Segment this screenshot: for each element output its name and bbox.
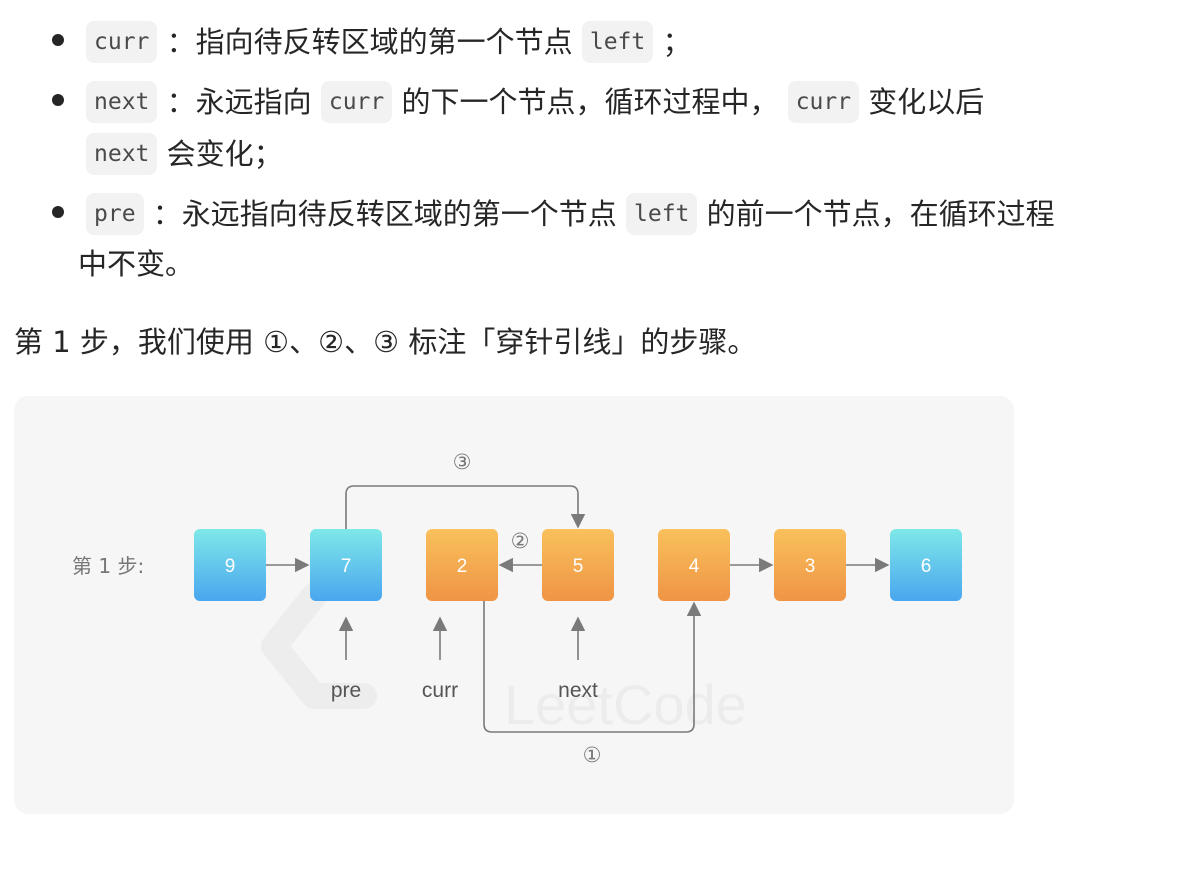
inline-code: curr (787, 81, 860, 123)
node-value: 9 (225, 556, 236, 577)
list-item-text: ； (662, 25, 692, 59)
node-value: 3 (805, 556, 816, 577)
node: 6 (890, 529, 962, 601)
node: 9 (194, 529, 266, 601)
inline-code: next (86, 133, 158, 175)
node: 5 (542, 529, 614, 601)
list-item-text: 的下一个节点，循环过程中， (401, 85, 779, 119)
list-item-text: 的前一个节点，在循环过程 (706, 197, 1055, 231)
marker-one: ① (583, 743, 602, 767)
inline-code: left (626, 193, 698, 235)
node-box (310, 529, 382, 601)
bullet-dot (52, 94, 64, 106)
linked-list-diagram: LeetCode 第 1 步: 9 7 2 5 4 3 (72, 450, 962, 767)
list-item-continuation: next 会变化； (86, 130, 283, 176)
pointer-label-next: next (558, 679, 598, 702)
pointer-label-curr: curr (422, 679, 458, 702)
marker-two: ② (511, 529, 530, 553)
pointer-label-pre: pre (331, 679, 361, 702)
node-value: 7 (341, 556, 352, 577)
list-item-text: 变化以后 (868, 85, 985, 119)
figure-card: LeetCode 第 1 步: 9 7 2 5 4 3 (14, 396, 1014, 814)
node: 3 (774, 529, 846, 601)
bullet-dot (52, 206, 64, 218)
step-label: 第 1 步: (72, 554, 144, 578)
node-value: 2 (457, 556, 468, 577)
inline-code: curr (86, 21, 158, 63)
bullet-dot (52, 34, 64, 46)
list-item-continuation: 中不变。 (78, 240, 194, 286)
list-item-text: ：永远指向待反转区域的第一个节点 (152, 197, 617, 231)
node-box (426, 529, 498, 601)
inline-code: curr (320, 81, 393, 123)
node-box (890, 529, 962, 601)
node-value: 6 (921, 556, 932, 577)
node: 2 (426, 529, 498, 601)
marker-three: ③ (453, 450, 472, 474)
link-arrow-step-3 (345, 485, 586, 529)
watermark-text: LeetCode (504, 673, 747, 736)
list-item-text: 会变化； (166, 137, 283, 171)
inline-code: left (581, 21, 654, 63)
node-box (194, 529, 266, 601)
node-value: 4 (689, 556, 700, 577)
node: 4 (658, 529, 730, 601)
step-paragraph: 第 1 步，我们使用 ①、②、③ 标注「穿针引线」的步骤。 (14, 325, 757, 359)
list-item: pre ：永远指向待反转区域的第一个节点 left 的前一个节点，在循环过程 (86, 190, 1055, 236)
node-box (542, 529, 614, 601)
leetcode-watermark: LeetCode (261, 583, 747, 736)
node-box (774, 529, 846, 601)
list-item: next ：永远指向 curr 的下一个节点，循环过程中， curr 变化以后 (86, 78, 984, 124)
list-item-text: 中不变。 (78, 247, 195, 281)
list-item-text: ：指向待反转区域的第一个节点 (166, 25, 573, 59)
node-value: 5 (573, 556, 584, 577)
list-item-text: ：永远指向 (166, 85, 312, 119)
inline-code: next (86, 81, 158, 123)
link-arrow-step-1 (483, 601, 702, 733)
node-box (658, 529, 730, 601)
list-item: curr ：指向待反转区域的第一个节点 left ； (86, 18, 691, 64)
inline-code: pre (86, 193, 144, 235)
node: 7 (310, 529, 382, 601)
